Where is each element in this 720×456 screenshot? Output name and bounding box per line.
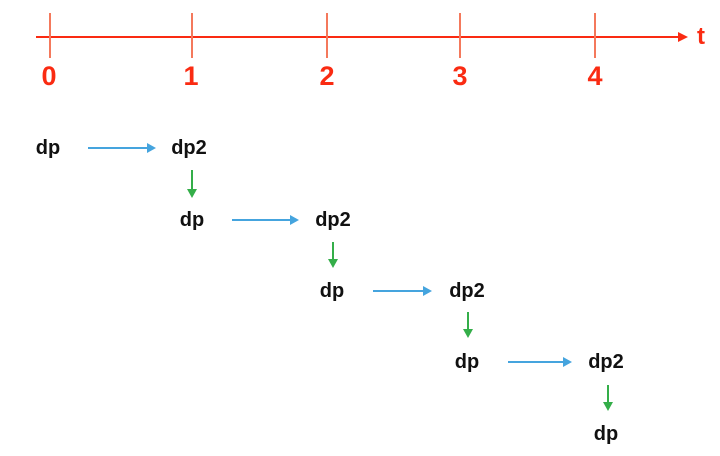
dp-label: dp — [319, 280, 345, 302]
axis-tick — [326, 13, 328, 58]
green-down-arrow — [463, 312, 473, 338]
dp2-label: dp2 — [171, 137, 207, 159]
blue-right-arrow — [88, 143, 156, 153]
time-axis-arrowhead-icon — [678, 32, 688, 42]
blue-right-arrow — [373, 286, 432, 296]
green-down-arrow — [328, 242, 338, 268]
tick-label-3: 3 — [452, 61, 468, 91]
time-axis-line — [36, 36, 678, 38]
blue-right-arrow — [508, 357, 572, 367]
dp-label-final: dp — [593, 423, 619, 445]
axis-tick — [191, 13, 193, 58]
axis-tick — [594, 13, 596, 58]
dp-label: dp — [179, 209, 205, 231]
tick-label-1: 1 — [183, 61, 199, 91]
dp2-label: dp2 — [449, 280, 485, 302]
tick-label-0: 0 — [41, 61, 57, 91]
blue-right-arrow — [232, 215, 299, 225]
green-down-arrow — [187, 170, 197, 198]
axis-tick — [459, 13, 461, 58]
dp2-label: dp2 — [588, 351, 624, 373]
axis-label-t: t — [697, 23, 705, 50]
dp-label: dp — [454, 351, 480, 373]
axis-tick — [49, 13, 51, 58]
dp-label: dp — [35, 137, 61, 159]
tick-label-4: 4 — [587, 61, 603, 91]
dp2-label: dp2 — [315, 209, 351, 231]
tick-label-2: 2 — [319, 61, 335, 91]
green-down-arrow — [603, 385, 613, 411]
